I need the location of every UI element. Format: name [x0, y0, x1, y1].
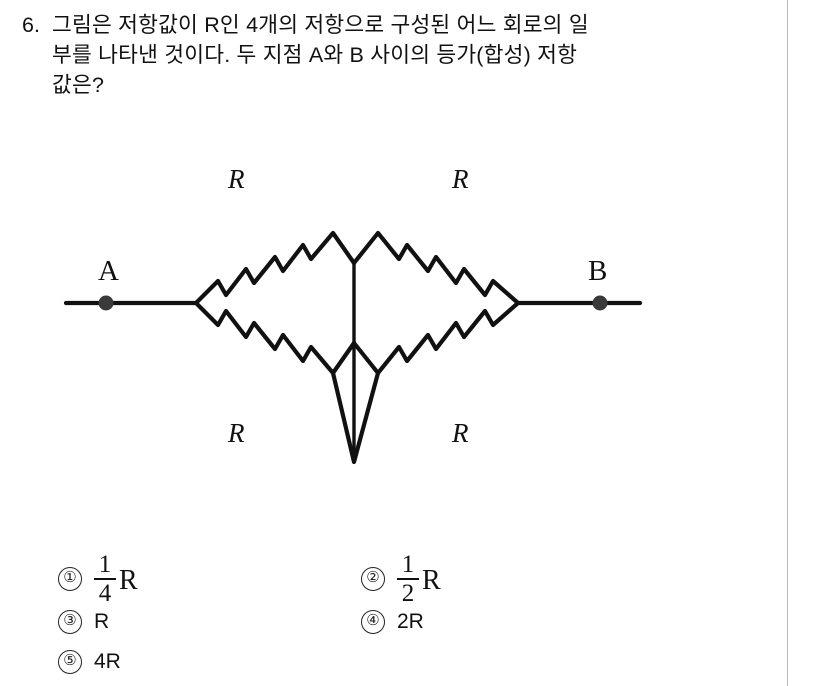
choice-marker-5: ⑤ [58, 650, 82, 674]
choice-marker-4: ④ [361, 610, 385, 634]
fraction-one-quarter: 1 4 [94, 552, 116, 606]
question-number: 6. [22, 13, 40, 37]
resistor-bottom-left [193, 300, 357, 376]
circuit-diagram-figure: A B R R R R [0, 120, 786, 490]
answer-choice-5[interactable]: ⑤ 4R [58, 650, 121, 674]
resistor-bottom-right [351, 300, 521, 376]
choice-value-4: 2R [397, 610, 424, 633]
answer-choice-2[interactable]: ② 1 2 R [361, 552, 441, 606]
answer-choice-3[interactable]: ③ R [58, 610, 109, 634]
resistor-label-top-right: R [451, 164, 469, 194]
choice-value-2: 1 2 R [397, 552, 441, 606]
bottom-vertex-join [330, 370, 381, 465]
answer-choice-1[interactable]: ① 1 4 R [58, 552, 138, 606]
question-stem: 6. 그림은 저항값이 R인 4개의 저항으로 구성된 어느 회로의 일 부를 … [22, 10, 770, 100]
fraction-bar [94, 578, 116, 580]
fraction-denominator: 2 [401, 580, 415, 607]
terminal-label-a: A [98, 255, 119, 287]
terminal-node-b [592, 295, 608, 311]
fraction-one-half: 1 2 [397, 552, 419, 606]
resistor-label-bottom-left: R [227, 418, 245, 448]
terminal-label-b: B [588, 255, 607, 287]
choice-unit-2: R [422, 565, 441, 596]
choice-marker-2: ② [361, 567, 385, 591]
fraction-numerator: 1 [401, 551, 415, 578]
choice-value-3: R [94, 610, 110, 633]
resistor-label-bottom-right: R [451, 418, 469, 448]
question-line-3: 값은? [52, 73, 105, 97]
question-line-2: 부를 나타낸 것이다. 두 지점 A와 B 사이의 등가(합성) 저항 [52, 43, 578, 67]
resistor-top-left [193, 230, 357, 306]
answer-choice-list: ① 1 4 R ② 1 2 R ③ [0, 492, 786, 686]
terminal-node-a [98, 295, 114, 311]
page-divider-rule [787, 0, 788, 686]
choice-value-1: 1 4 R [94, 552, 138, 606]
choice-marker-1: ① [58, 567, 82, 591]
fraction-denominator: 4 [98, 580, 112, 607]
resistor-top-right [351, 230, 521, 306]
circuit-diagram-svg: A B R R R R [63, 164, 643, 465]
resistor-label-top-left: R [227, 164, 245, 194]
fraction-numerator: 1 [98, 551, 112, 578]
choice-unit-1: R [119, 565, 138, 596]
choice-value-5: 4R [94, 650, 121, 673]
question-line-1: 그림은 저항값이 R인 4개의 저항으로 구성된 어느 회로의 일 [52, 13, 589, 37]
fraction-bar [397, 578, 419, 580]
answer-choice-4[interactable]: ④ 2R [361, 610, 424, 634]
choice-marker-3: ③ [58, 610, 82, 634]
